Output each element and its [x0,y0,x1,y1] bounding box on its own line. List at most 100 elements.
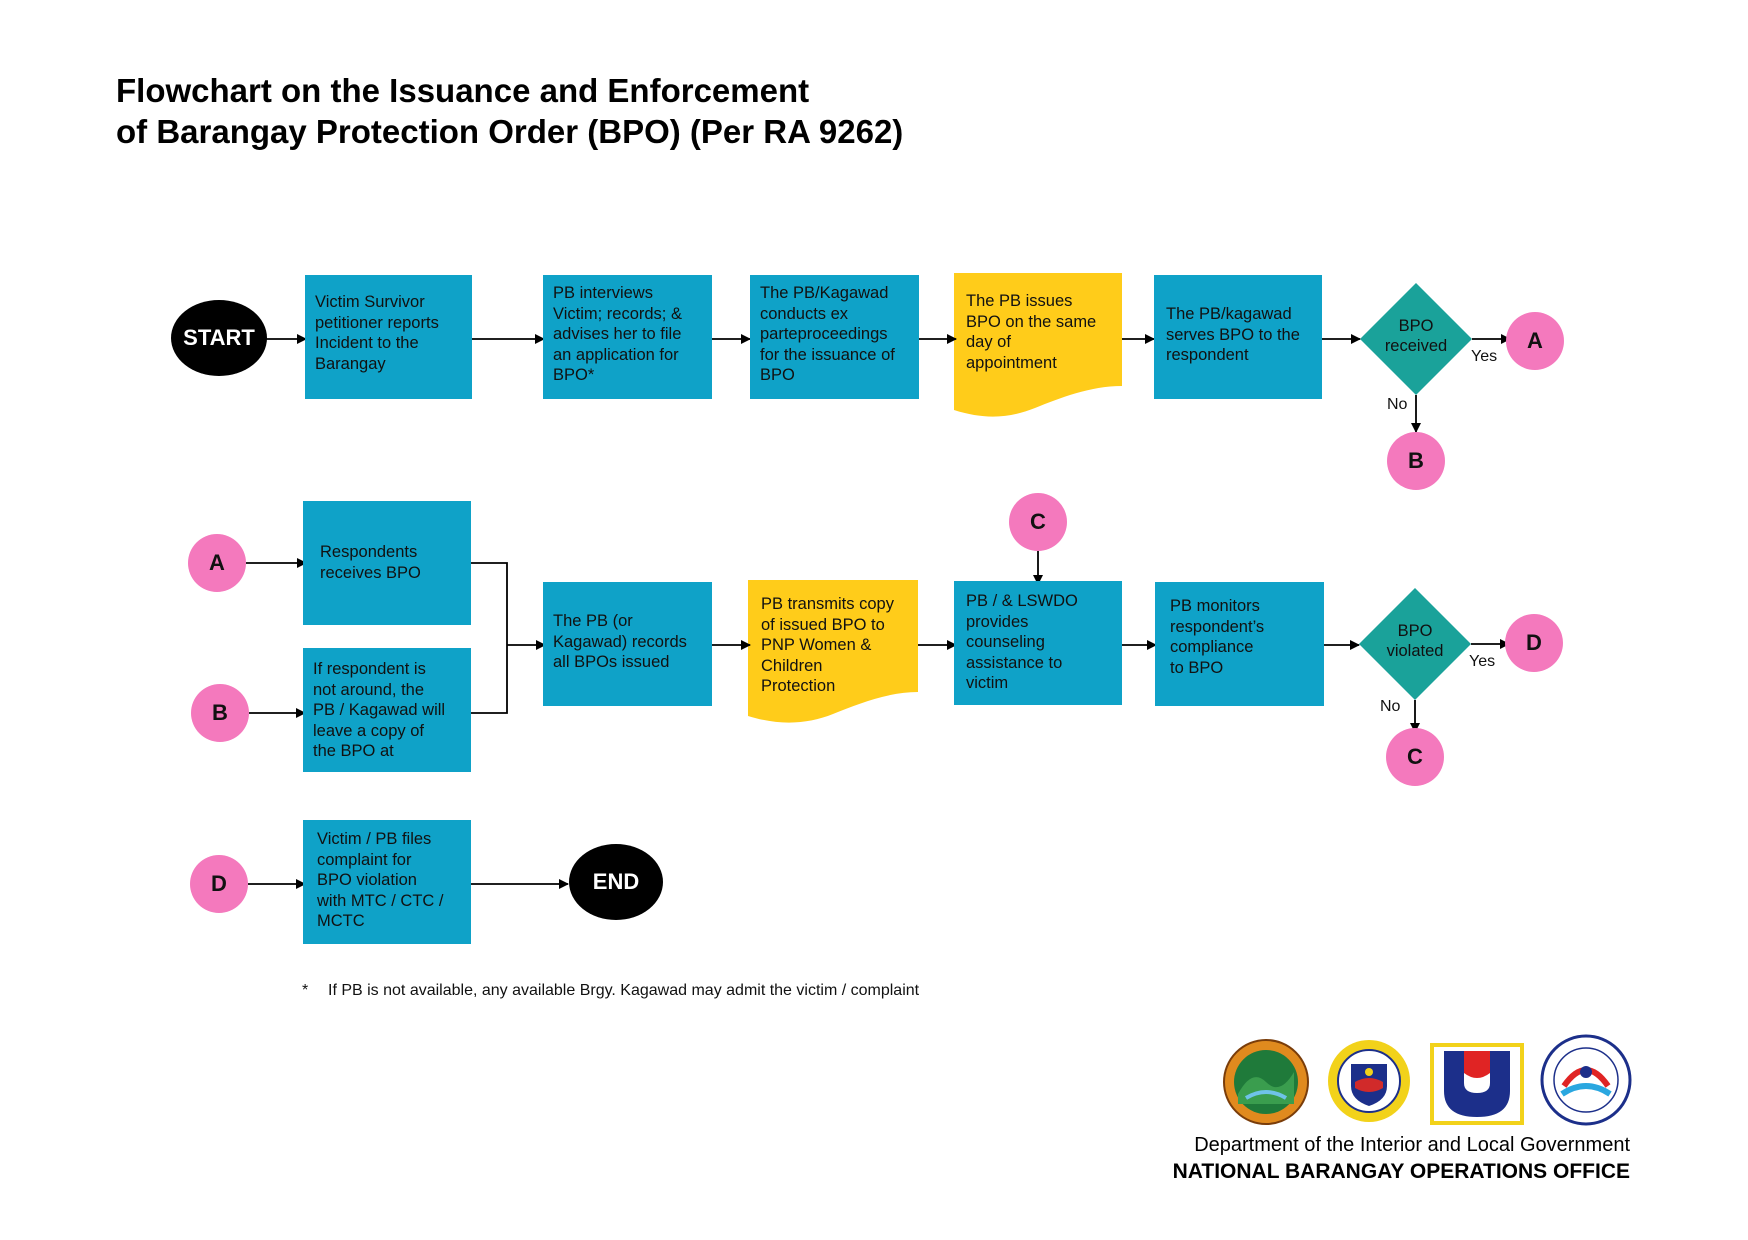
step-file-complaint: Victim / PB files complaint for BPO viol… [303,820,471,944]
step-text: conducts ex [760,304,849,323]
step-text: with MTC / CTC / [317,891,444,910]
barangay-seal-logo [1223,1039,1309,1125]
nboo-seal-logo [1540,1034,1632,1126]
step-text: parteproceedings [760,325,888,343]
step-text: MCTC [317,912,365,930]
flow-arrows [246,334,1511,889]
step-text: to BPO [1170,658,1224,677]
document-shape-issue [954,273,1122,417]
step-text: for the issuance of [760,345,895,364]
step-transmit-copy: PB transmits copy of issued BPO to PNP W… [748,580,918,695]
step-text: the BPO at [313,742,394,760]
connector-a-in: A [188,534,246,592]
step-text: counseling [966,633,1045,651]
title-line-1: Flowchart on the Issuance and Enforcemen… [116,72,810,109]
step-text: BPO [760,366,795,384]
title-line-2: of Barangay Protection Order (BPO) (Per … [116,113,904,150]
step-text: Barangay [315,354,386,373]
step-text: of issued BPO to [761,615,885,634]
step-serve-bpo: The PB/kagawad serves BPO to the respond… [1154,275,1322,399]
step-text: advises her to file [553,325,682,343]
footnote-text: If PB is not available, any available Br… [328,982,920,999]
step-text: respondent’s [1170,617,1265,636]
document-shape-transmit [748,580,918,723]
step-text: PB / Kagawad will [313,701,446,719]
step-respondent-receives: Respondents receives BPO [303,501,471,625]
step-text: Protection [761,677,836,695]
step-report-incident: Victim Survivor petitioner reports Incid… [305,275,472,399]
department-name: Department of the Interior and Local Gov… [1194,1134,1630,1156]
step-text: serves BPO to the [1166,325,1300,344]
step-text: Victim; records; & [553,304,682,323]
office-name: NATIONAL BARANGAY OPERATIONS OFFICE [1172,1160,1630,1183]
step-text: The PB (or [553,612,633,630]
step-text: day of [966,333,1011,351]
step-text: Children [761,656,823,675]
step-text: The PB/Kagawad [760,284,889,302]
step-text: petitioner reports [315,313,439,332]
decision-diamond-received [1360,283,1472,395]
decision-text: received [1384,337,1448,355]
dilg-logo [1430,1043,1524,1125]
step-text: an application for [553,345,679,364]
step-text: respondent [1166,346,1249,364]
decision-diamond-violated [1359,588,1471,700]
step-text: victim [966,674,1009,692]
decision-label-received: BPO received [1368,316,1464,356]
step-leave-copy: If respondent is not around, the PB / Ka… [303,648,471,772]
no-label-violated: No [1380,698,1401,715]
page-title: Flowchart on the Issuance and Enforcemen… [116,70,903,152]
step-counseling: PB / & LSWDO provides counseling assista… [954,581,1122,705]
yes-label-received: Yes [1471,348,1498,365]
step-text: BPO* [553,366,595,384]
step-text: complaint for [317,850,412,869]
step-text: appointment [966,353,1057,372]
connector-a-out: A [1506,312,1564,370]
end-terminal: END [569,844,663,920]
start-terminal: START [171,300,267,376]
step-text: Victim Survivor [315,293,425,311]
connector-b-in: B [191,684,249,742]
step-text: PB interviews [553,284,653,302]
connector-d-in: D [190,855,248,913]
step-interview-victim: PB interviews Victim; records; & advises… [543,275,712,399]
connector-c-out: C [1386,728,1444,786]
step-text: Kagawad) records [553,632,687,651]
step-text: Respondents [320,543,418,561]
step-text: BPO on the same [966,312,1097,331]
step-ex-parte-proceedings: The PB/Kagawad conducts ex parteproceedi… [750,275,919,399]
step-record-bpos: The PB (or Kagawad) records all BPOs iss… [543,582,712,706]
footnote: * If PB is not available, any available B… [302,982,919,1000]
decision-text: BPO [1397,622,1433,640]
step-text: Incident to the [315,334,419,352]
step-text: Victim / PB files [317,830,432,848]
connector-c-in: C [1009,493,1067,551]
connector-b-out: B [1387,432,1445,490]
step-text: PB transmits copy [761,595,894,613]
step-text: receives BPO [320,563,421,582]
step-text: BPO violation [317,871,417,889]
decision-text: violated [1386,642,1444,660]
step-text: The PB/kagawad [1166,305,1292,323]
municipal-seal-logo [1328,1040,1410,1122]
step-text: PNP Women & [761,636,872,654]
step-text: assistance to [966,653,1063,672]
step-text: provides [966,612,1029,631]
decision-text: BPO [1398,317,1434,335]
step-text: The PB issues [966,292,1073,310]
no-label-received: No [1387,396,1408,413]
step-monitor-compliance: PB monitors respondent’s compliance to B… [1155,582,1324,706]
step-text: leave a copy of [313,721,424,740]
step-text: compliance [1170,638,1254,656]
step-text: not around, the [313,680,425,699]
step-issue-bpo: The PB issues BPO on the same day of app… [954,273,1122,385]
footnote-mark: * [302,982,309,999]
yes-label-violated: Yes [1469,653,1496,670]
decision-label-violated: BPO violated [1367,621,1463,661]
step-text: PB monitors [1170,597,1260,615]
step-text: all BPOs issued [553,653,670,671]
step-text: If respondent is [313,660,426,678]
connector-d-out: D [1505,614,1563,672]
step-text: PB / & LSWDO [966,592,1078,610]
